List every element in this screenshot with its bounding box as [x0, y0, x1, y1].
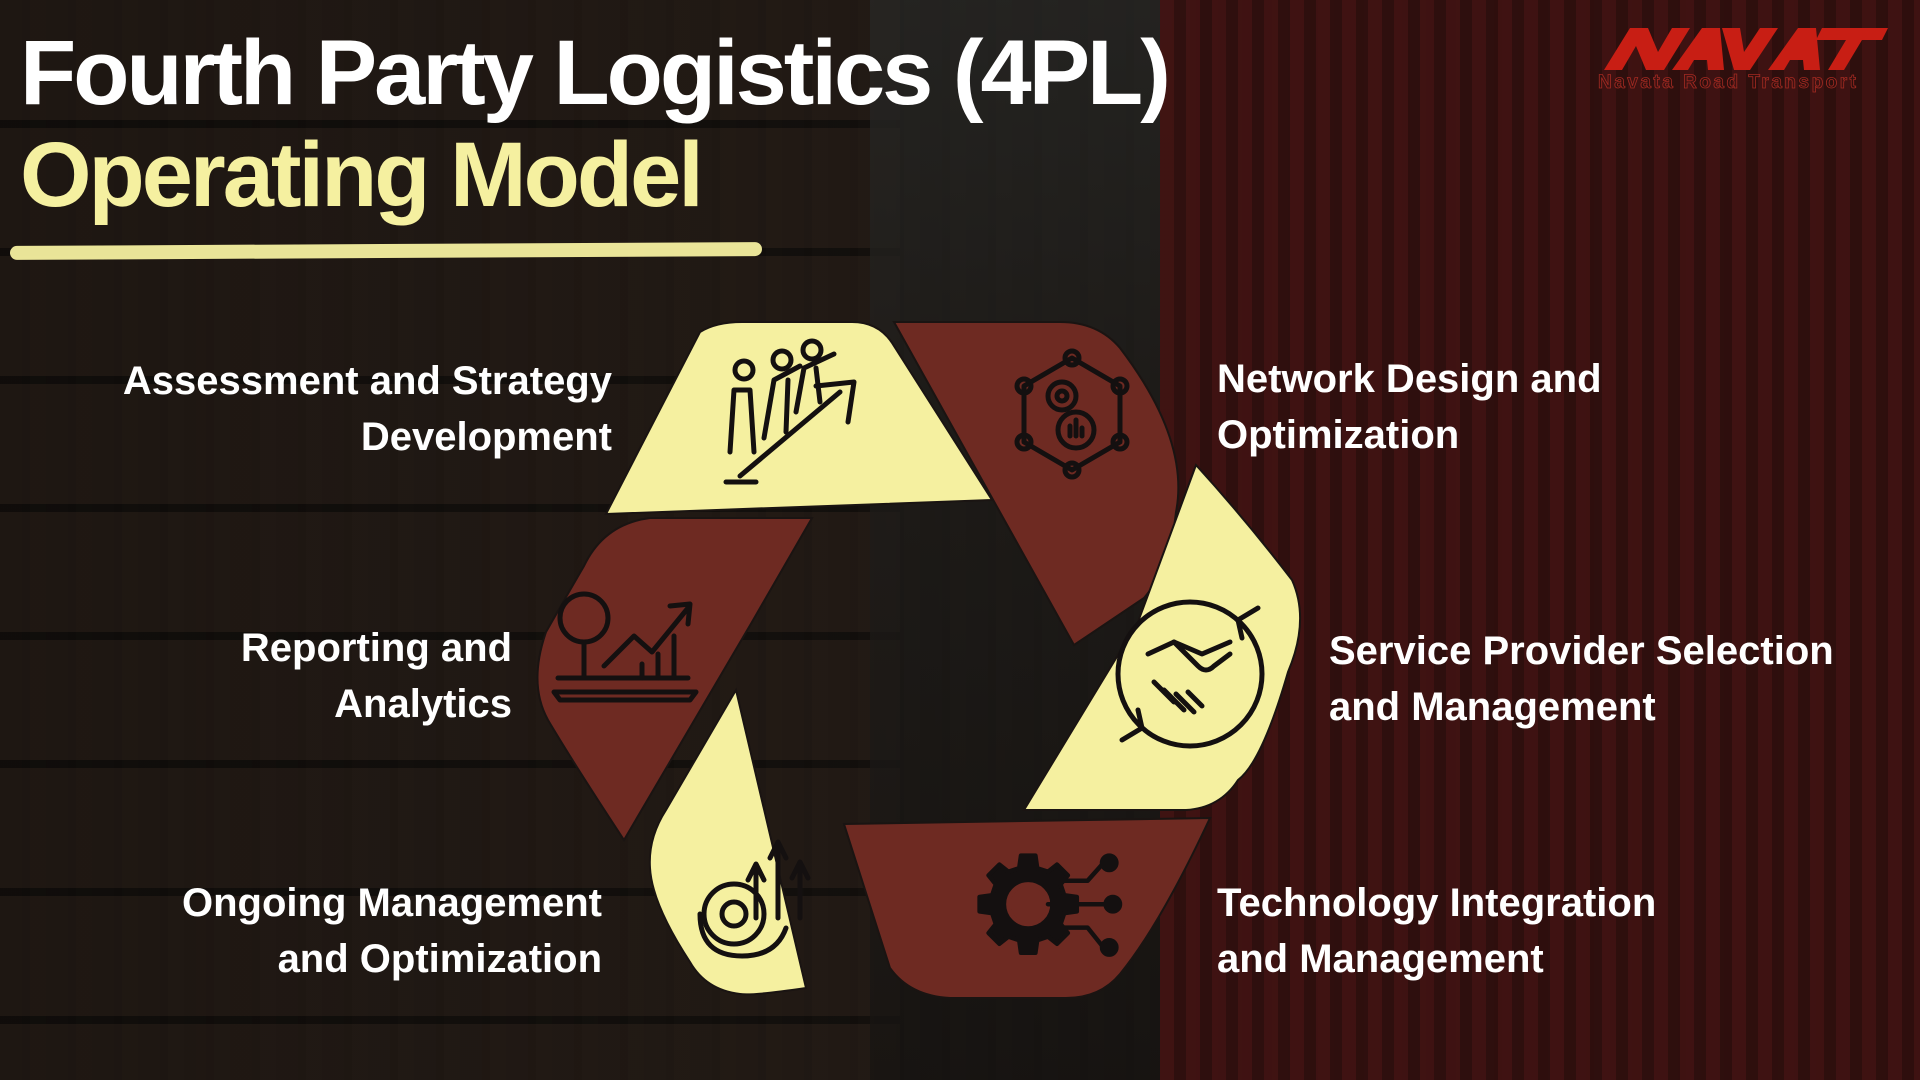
step-label-ongoing: Ongoing Management and Optimization — [100, 875, 602, 987]
page-title: Fourth Party Logistics (4PL) — [20, 22, 1171, 124]
step-label-line: Development — [360, 415, 612, 459]
step-label-line: and Optimization — [277, 937, 602, 981]
climbing-people-arrow-icon — [723, 338, 857, 485]
step-label-assessment: Assessment and Strategy Development — [60, 353, 612, 465]
gear-circuit-icon — [977, 853, 1123, 957]
background-red-containers — [1160, 0, 1920, 1080]
segment-service-provider — [1022, 463, 1301, 811]
network-gears-icon — [1014, 348, 1130, 480]
segment-assessment — [604, 321, 994, 516]
step-label-technology: Technology Integration and Management — [1217, 875, 1837, 987]
analytics-chart-icon — [551, 591, 699, 703]
step-label-line: Network Design and — [1217, 357, 1602, 401]
step-label-line: Analytics — [334, 682, 512, 726]
step-label-line: Assessment and Strategy — [122, 359, 612, 403]
step-label-line: Service Provider Selection — [1329, 629, 1834, 673]
step-label-service-provider: Service Provider Selection and Managemen… — [1329, 623, 1919, 735]
step-label-line: Technology Integration — [1217, 881, 1657, 925]
navata-logo: Navata Road Transport — [1598, 28, 1888, 93]
handshake-cycle-icon — [1115, 599, 1265, 749]
logo-wordmark-icon — [1604, 28, 1888, 70]
step-label-line: and Management — [1217, 937, 1544, 981]
gear-up-arrows-icon — [697, 839, 811, 959]
step-label-line: Reporting and — [240, 626, 512, 670]
page-subtitle: Operating Model — [20, 124, 704, 226]
step-label-reporting: Reporting and Analytics — [150, 620, 512, 732]
logo-tagline: Navata Road Transport — [1598, 72, 1859, 93]
step-label-line: and Management — [1329, 685, 1656, 729]
step-label-network: Network Design and Optimization — [1217, 351, 1837, 463]
step-label-line: Optimization — [1217, 413, 1460, 457]
segment-ongoing — [648, 687, 808, 996]
step-label-line: Ongoing Management — [182, 881, 602, 925]
